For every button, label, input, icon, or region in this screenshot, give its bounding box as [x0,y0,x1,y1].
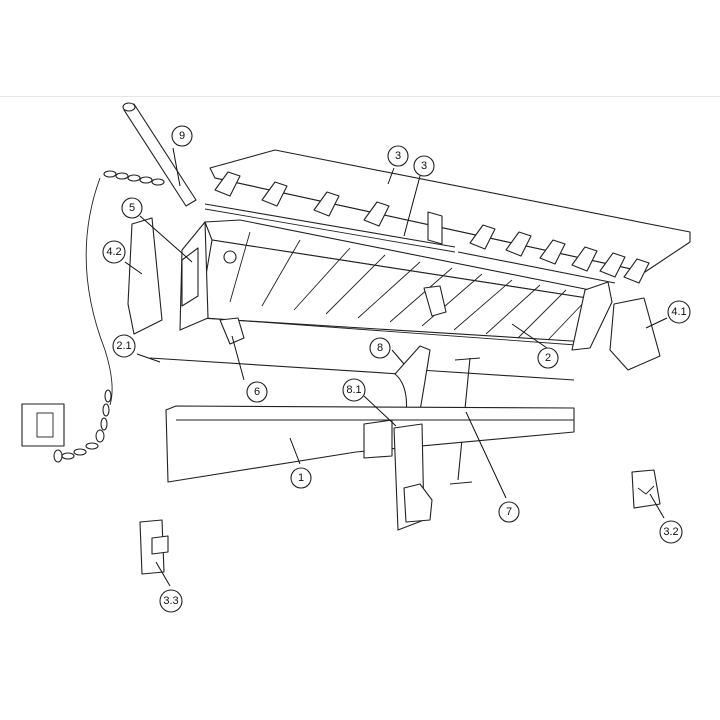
callout-8-label: 8 [377,342,383,354]
chain-links [53,170,165,463]
callout-2: 2 [537,347,559,369]
callout-8: 8 [369,337,391,359]
callout-6: 6 [246,381,268,403]
callout-3-lower: 3 [413,155,435,177]
callout-3-3-label: 3.3 [163,595,178,607]
right-wall-plate [631,469,661,509]
deck-center-lug [423,285,447,317]
right-toe-guard [609,297,661,371]
callout-4-2: 4.2 [102,240,126,264]
support-bar [122,102,197,207]
callout-4-1-label: 4.1 [671,306,686,318]
callout-2-label: 2 [545,352,551,364]
left-wall-plate [139,519,169,575]
lip-center-bracket [427,211,443,245]
lip-plate [209,149,691,284]
deck-end-plate [571,281,613,351]
callout-8-1-label: 8.1 [346,384,361,396]
lip-hinge-knuckles [214,171,650,284]
callout-7-label: 7 [506,506,512,518]
leader-lines [124,147,668,587]
lift-bracket [219,317,245,345]
callout-3-3: 3.3 [159,589,183,613]
callout-3-upper-label: 3 [395,150,401,162]
callout-5: 5 [121,197,143,219]
callout-9-label: 9 [179,130,185,142]
deck-frame [179,219,613,351]
callout-9: 9 [171,125,193,147]
chain-wall-plate [21,403,65,447]
top-divider [0,96,720,97]
callout-2-1: 2.1 [112,334,136,358]
hinge-pin-left [204,203,456,248]
callout-3-2-label: 3.2 [663,526,678,538]
release-bracket [363,419,433,531]
callout-4-2-label: 4.2 [106,246,121,258]
callout-7: 7 [498,501,520,523]
callout-3-2: 3.2 [659,520,683,544]
callout-3-upper: 3 [387,145,409,167]
callout-2-1-label: 2.1 [116,340,131,352]
callout-1: 1 [290,467,312,489]
warning-label-stripes [181,247,199,307]
hinge-rod [149,357,575,381]
callout-8-1: 8.1 [342,378,366,402]
callout-6-label: 6 [254,386,260,398]
callout-3-lower-label: 3 [421,160,427,172]
callout-5-label: 5 [129,202,135,214]
safety-chain [53,170,165,463]
callout-4-1: 4.1 [667,300,691,324]
hinge-pin-right [457,251,616,284]
callout-1-label: 1 [298,472,304,484]
left-toe-guard [127,217,163,335]
